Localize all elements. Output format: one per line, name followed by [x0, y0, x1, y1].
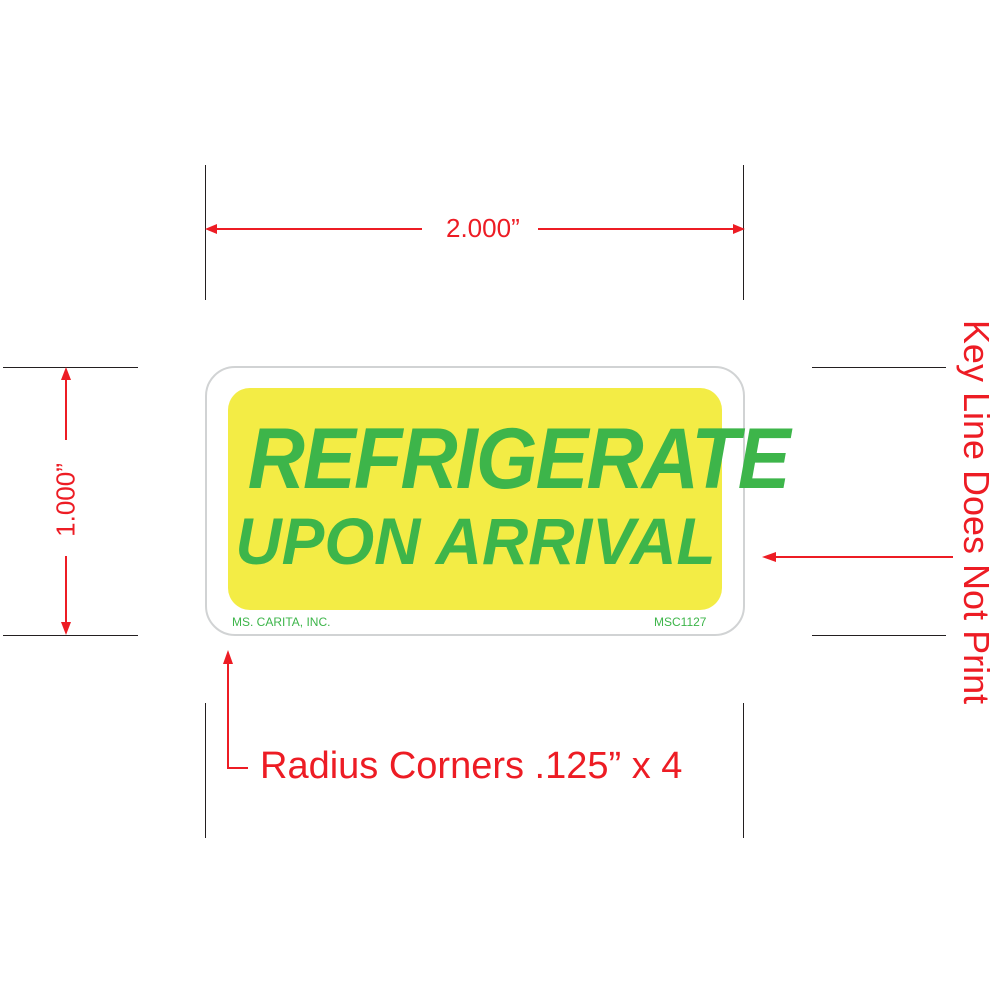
bottom-extension-line-right: [743, 703, 744, 838]
height-extension-line-top-right: [812, 367, 946, 368]
manufacturer-text: MS. CARITA, INC.: [232, 615, 331, 629]
bottom-extension-line-left: [205, 703, 206, 838]
height-extension-line-bottom-right: [812, 635, 946, 636]
width-extension-line-right: [743, 165, 744, 300]
headline-line-2: UPON ARRIVAL: [235, 504, 716, 578]
keyline-note: Key Line Does Not Print: [956, 319, 997, 705]
height-dimension-label: 1.000”: [50, 463, 81, 537]
radius-corners-note: Radius Corners .125” x 4: [260, 745, 683, 787]
height-extension-line-bottom-left: [3, 635, 138, 636]
radius-pointer-arrow: [223, 650, 248, 769]
product-code-text: MSC1127: [654, 615, 707, 629]
label-yellow-panel: [228, 388, 722, 610]
height-extension-line-top-left: [3, 367, 138, 368]
width-extension-line-left: [205, 165, 206, 300]
width-dimension-label: 2.000”: [442, 213, 524, 244]
keyline-pointer-arrow: [762, 552, 953, 562]
headline-line-1: REFRIGERATE: [247, 411, 791, 507]
